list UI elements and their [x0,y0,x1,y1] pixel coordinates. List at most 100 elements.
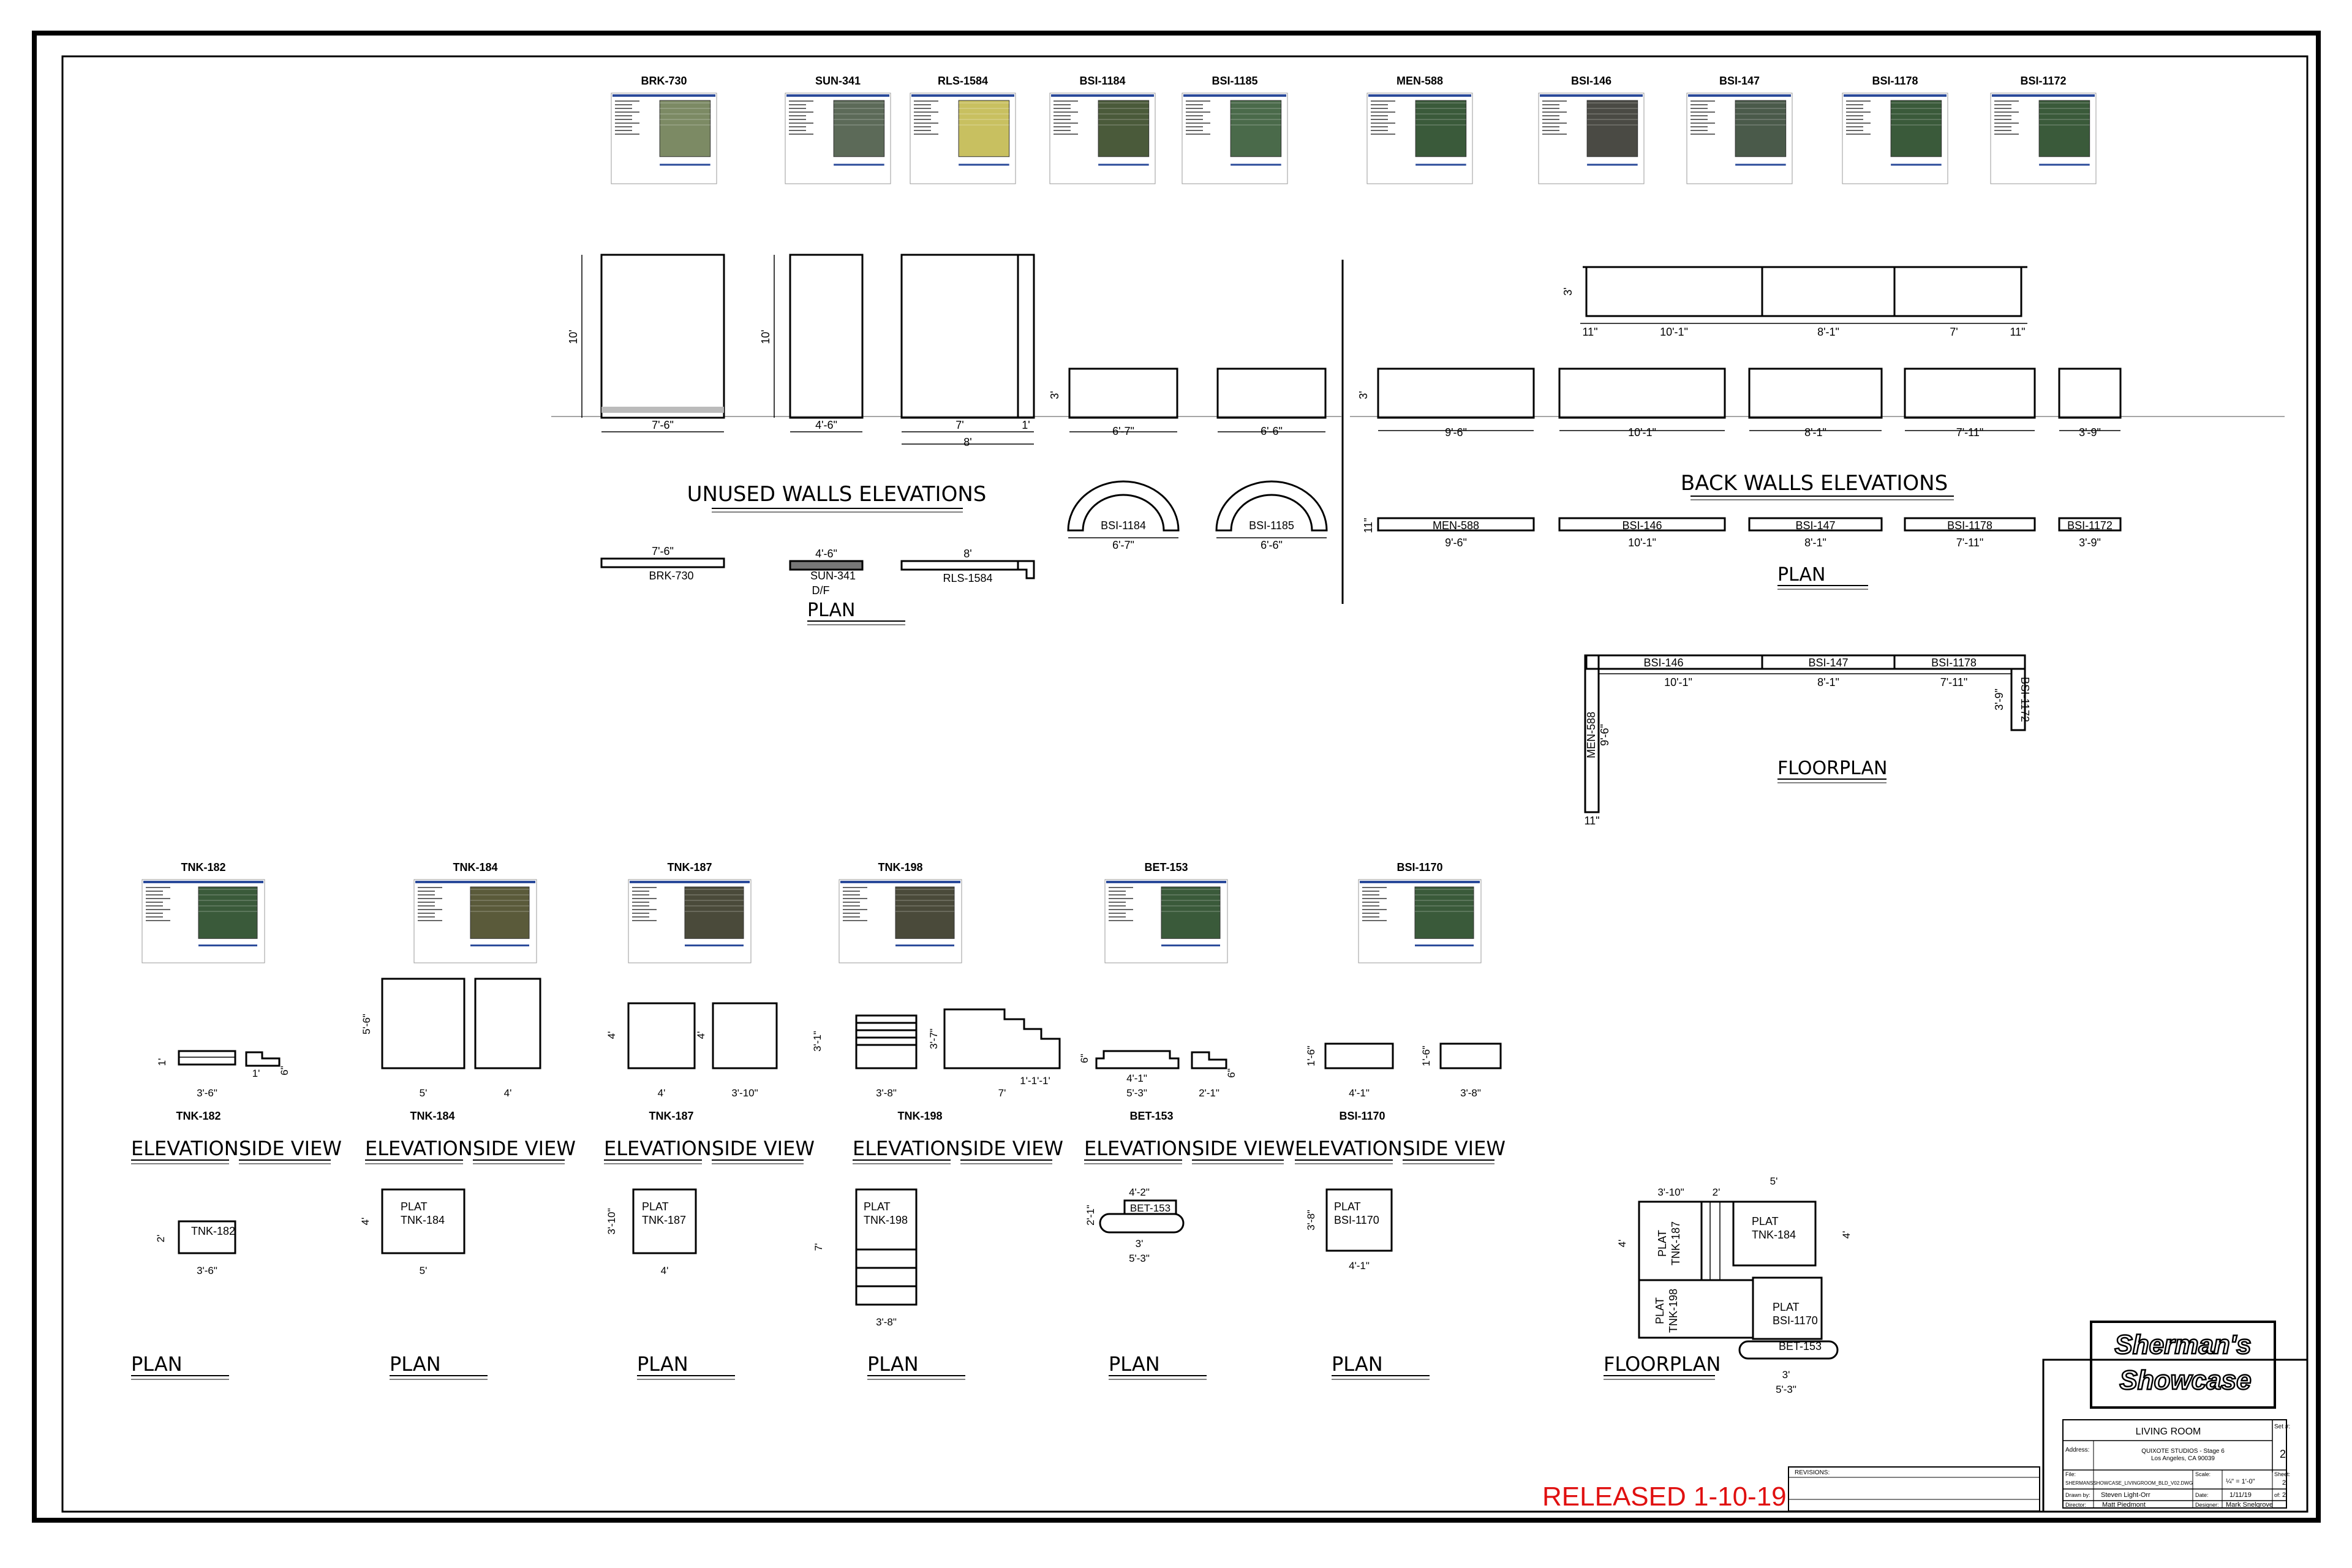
rls-1584-plan [900,560,1035,579]
reference-sheet-top-9: BSI-1172 [1990,75,2097,184]
sun-height-dim: 10' [760,330,772,344]
bet153-side [1191,1051,1227,1069]
fp-right-dim: 3'-9" [1993,688,2005,710]
arc1-label: BSI-1184 [1101,519,1146,532]
tnk198-plan-w: 3'-8" [876,1316,897,1328]
fp-label-0: BSI-146 [1643,657,1683,669]
back-top-dim-1: 10'-1" [1660,326,1688,338]
reference-sheet-bottom-3: TNK-198 [839,861,962,963]
arc2-dim: 6'-6" [1261,539,1283,551]
director-label: Director: [2065,1502,2086,1508]
side-view-title: SIDE VIEW [960,1137,1063,1160]
back-plan-dim-3: 7'-11" [1956,537,1984,549]
of-label: of: [2274,1492,2280,1498]
bet153-plan-mid: 3' [1136,1238,1144,1250]
back-elev-height: 3' [1357,391,1370,399]
tnk184-w: 5' [420,1087,428,1099]
reference-label: MEN-588 [1396,75,1443,87]
of-value: 2 [2282,1491,2286,1499]
bsi-1185-elevation [1216,368,1327,419]
back-plan-label-3: BSI-1178 [1947,519,1992,532]
fp-dim-1: 8'-1" [1817,676,1839,688]
elevation-ref-label: TNK-198 [897,1110,942,1122]
back-plan-dim-2: 8'-1" [1804,537,1826,549]
tnk184-plan-d: 4' [360,1218,371,1226]
reference-sheet-top-8: BSI-1178 [1842,75,1948,184]
plan-title: PLAN [1109,1352,1160,1376]
released-stamp: RELEASED 1-10-19 [1542,1482,1787,1512]
back-elev-dim-3: 7'-11" [1956,426,1984,439]
reference-sheet-top-1: SUN-341 [785,75,891,184]
reference-sheet-top-7: BSI-147 [1686,75,1793,184]
arc2-label: BSI-1185 [1249,519,1294,532]
reference-label: BSI-146 [1571,75,1611,87]
reference-label: BET-153 [1144,861,1188,873]
tnk198-h: 3'-1" [812,1031,823,1052]
reference-sheet-bottom-1: TNK-184 [413,861,537,963]
back-top-dim-2: 8'-1" [1817,326,1839,338]
tnk182-plan-label: TNK-182 [191,1225,235,1237]
reference-label: TNK-187 [667,861,712,873]
fp-label-1: BSI-147 [1808,657,1848,669]
back-elev-dim-2: 8'-1" [1804,426,1826,439]
reference-label: TNK-182 [181,861,225,873]
sun-341-plan [789,560,864,571]
title-block: LIVING ROOM Set #: 2 Address: QUIXOTE ST… [1788,1359,2307,1512]
unused-elev-title: UNUSED WALLS ELEVATIONS [687,482,987,507]
brk-width-dim: 7'-6" [652,419,674,431]
reference-label: BSI-1170 [1396,861,1442,873]
unused-walls-elevations: 10' 7'-6" 10' 4'-6" 7' 1' 8' 3' 6'-7" 6'… [551,254,1341,625]
men-588-elevation [1377,368,1535,419]
back-floorplan-title: FLOORPLAN [1777,758,1887,779]
plan-title: PLAN [131,1352,183,1376]
tnk182-plan [178,1220,236,1254]
bet153-plan-label: BET-153 [1130,1202,1170,1214]
back-plan-label-1: BSI-146 [1622,519,1662,532]
plan-rls-label: RLS-1584 [943,572,992,584]
back-plan-label-0: MEN-588 [1433,519,1479,532]
tnk182-side-a: 1' [252,1068,260,1079]
tnk187-plan [632,1188,697,1254]
tnk182-side [245,1051,281,1067]
rls-width-dim: 7' [956,419,963,431]
back-top-dim-4: 11" [2010,326,2025,338]
reference-label: BSI-1185 [1212,75,1257,87]
inner-border [61,55,2309,1513]
rls-return-dim: 1' [1022,419,1030,431]
sheet-value: 2 [2282,1479,2286,1487]
tnk187-plan-d: 3'-10" [606,1208,617,1234]
bottom-reference-thumbnails: TNK-182 TNK-184 TNK-187 TNK-198 BET-153 BSI-1… [141,861,1482,963]
sheet-label: Sheet: [2274,1471,2290,1477]
side-view-title: SIDE VIEW [1403,1137,1506,1160]
fp-right-label: BSI-1172 [2019,677,2031,722]
reference-label: BSI-1184 [1079,75,1125,87]
tnk187-side-h: 4' [695,1031,707,1039]
bsi1170-h: 1'-6" [1305,1046,1317,1066]
director-value: Matt Piedmont [2102,1501,2146,1509]
bsi1170-plan-d: 3'-8" [1305,1210,1317,1231]
bet153-w: 5'-3" [1126,1087,1147,1099]
tnk187-elevation [627,1002,696,1069]
fp2-top-right: 5' [1770,1175,1778,1187]
fp-back-wall [1585,654,2026,670]
fp2-top-left: 3'-10" [1657,1186,1684,1198]
bsi-1172-plan [2058,517,2122,532]
brk-730-elevation [600,254,725,419]
unused-plan-title: PLAN [807,600,855,621]
back-elev-dim-0: 9'-6" [1445,426,1467,439]
rls-total-dim: 8' [963,436,971,448]
plan-brk-dim: 7'-6" [652,545,674,557]
tnk182-plan-w: 3'-6" [197,1265,217,1276]
plan-title: PLAN [390,1352,441,1376]
fp-label-2: BSI-1178 [1931,657,1977,669]
bet153-side-b: 6" [1226,1068,1237,1078]
back-top-dim-3: 7' [1950,326,1958,338]
fp-left-dim: 9'-6" [1599,724,1611,746]
plan-title: PLAN [1332,1352,1383,1376]
fp2-bot-b: 5'-3" [1776,1384,1796,1395]
